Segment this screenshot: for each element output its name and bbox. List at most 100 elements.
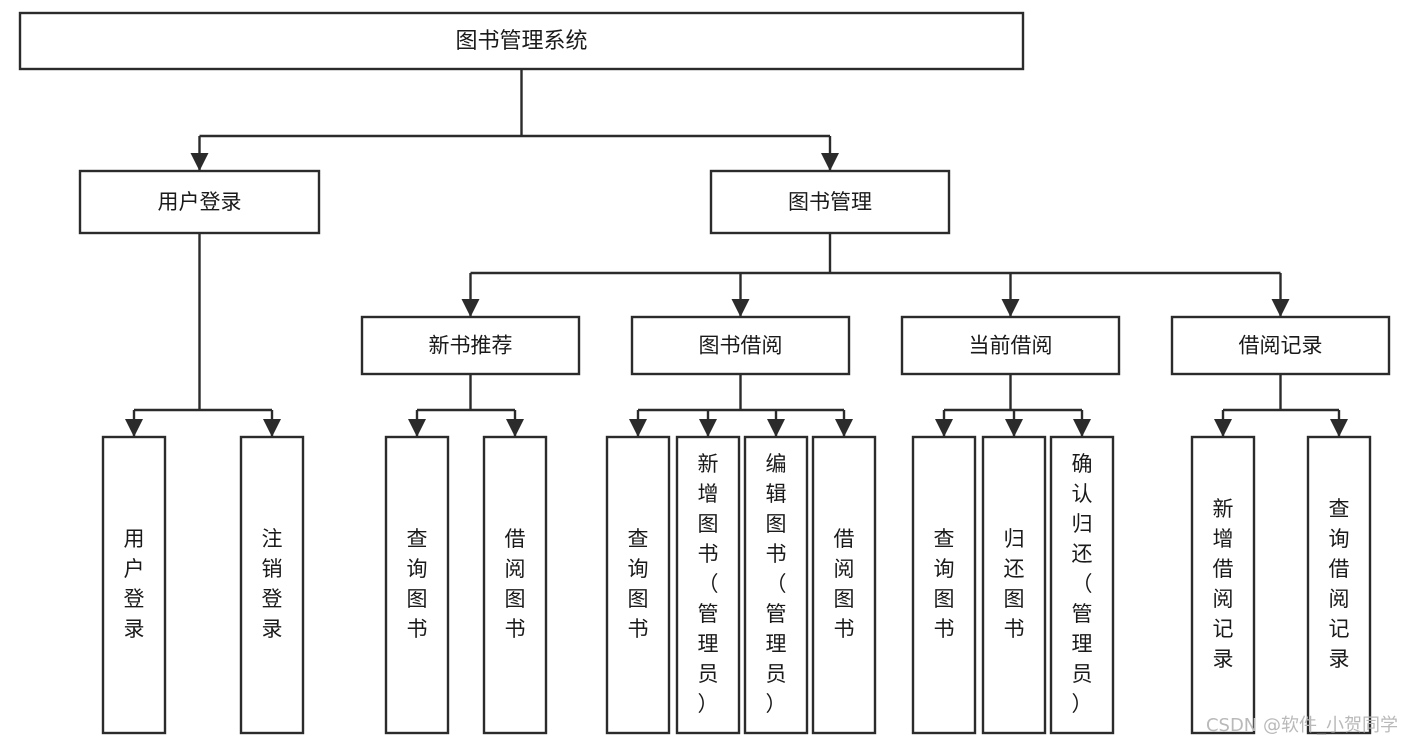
- label-char: 询: [934, 557, 955, 581]
- label-char: ）: [1072, 692, 1093, 716]
- arrow-head-icon: [1001, 299, 1020, 317]
- arrow-head-icon: [190, 153, 209, 171]
- label-char: 书: [407, 617, 428, 641]
- arrow-head-icon: [731, 299, 750, 317]
- arrow-head-icon: [408, 419, 426, 437]
- node-label-leaf-user-login: 用户登录: [124, 527, 145, 641]
- label-char: 图: [934, 587, 955, 611]
- label-char: 记: [1213, 617, 1234, 641]
- label-char: 查: [1329, 497, 1350, 521]
- label-char: 记: [1329, 617, 1350, 641]
- label-char: 用: [124, 527, 145, 551]
- arrow-head-icon: [1330, 419, 1348, 437]
- label-char: 管: [766, 602, 787, 626]
- label-char: ）: [698, 692, 719, 716]
- node-box-user-login: [78, 169, 321, 235]
- label-char: 阅: [1213, 587, 1234, 611]
- label-char: 借: [505, 527, 526, 551]
- arrow-head-icon: [263, 419, 281, 437]
- label-char: 归: [1072, 512, 1093, 536]
- label-char: 图: [628, 587, 649, 611]
- label-char: 录: [262, 617, 283, 641]
- label-char: 图: [766, 512, 787, 536]
- node-layer: 图书管理系统用户登录图书管理新书推荐图书借阅当前借阅借阅记录用户登录注销登录查询…: [18, 11, 1391, 735]
- label-char: 图: [698, 512, 719, 536]
- label-char: 录: [1329, 647, 1350, 671]
- label-char: 书: [628, 617, 649, 641]
- node-borrow-record[interactable]: 借阅记录: [1170, 315, 1391, 376]
- node-box-leaf-add-book: [675, 435, 741, 735]
- node-root[interactable]: 图书管理系统: [18, 11, 1025, 71]
- label-char: 录: [1213, 647, 1234, 671]
- node-box-leaf-query-record: [1306, 435, 1372, 735]
- label-char: 员: [1072, 662, 1093, 686]
- arrow-head-icon: [821, 153, 839, 171]
- node-user-login[interactable]: 用户登录: [78, 169, 321, 235]
- label-char: 确: [1072, 452, 1093, 476]
- label-char: 查: [407, 527, 428, 551]
- node-label-new-book-recommend: 新书推荐: [429, 334, 513, 358]
- node-current-borrow[interactable]: 当前借阅: [900, 315, 1121, 376]
- arrow-head-icon: [461, 299, 480, 317]
- label-char: 书: [505, 617, 526, 641]
- node-box-leaf-query-book-borrow: [605, 435, 671, 735]
- label-char: 辑: [766, 482, 787, 506]
- node-box-leaf-user-login: [101, 435, 167, 735]
- node-box-leaf-logout: [239, 435, 305, 735]
- node-book-manage[interactable]: 图书管理: [709, 169, 951, 235]
- connector-layer: [125, 69, 1348, 437]
- label-char: 书: [698, 542, 719, 566]
- label-char: 书: [766, 542, 787, 566]
- label-char: 借: [1329, 557, 1350, 581]
- label-char: 阅: [505, 557, 526, 581]
- node-label-book-manage: 图书管理: [788, 190, 872, 214]
- arrow-head-icon: [699, 419, 717, 437]
- label-char: 借: [1213, 557, 1234, 581]
- label-char: （: [1072, 572, 1093, 596]
- node-box-leaf-query-book-cur: [911, 435, 977, 735]
- node-new-book-recommend[interactable]: 新书推荐: [360, 315, 581, 376]
- label-char: 还: [1072, 542, 1093, 566]
- node-box-leaf-edit-book: [743, 435, 809, 735]
- label-char: 理: [766, 632, 787, 656]
- node-leaf-user-login[interactable]: 用户登录: [101, 435, 167, 735]
- label-char: 登: [124, 587, 145, 611]
- node-label-root: 图书管理系统: [455, 29, 587, 54]
- node-box-borrow-record: [1170, 315, 1391, 376]
- label-char: 查: [628, 527, 649, 551]
- label-char: 图: [407, 587, 428, 611]
- label-char: 新: [698, 452, 719, 476]
- node-book-borrow[interactable]: 图书借阅: [630, 315, 851, 376]
- arrow-head-icon: [506, 419, 524, 437]
- arrow-head-icon: [125, 419, 143, 437]
- arrow-head-icon: [1073, 419, 1091, 437]
- arrow-head-icon: [629, 419, 647, 437]
- label-char: 员: [698, 662, 719, 686]
- label-char: 查: [934, 527, 955, 551]
- label-char: 增: [1213, 527, 1234, 551]
